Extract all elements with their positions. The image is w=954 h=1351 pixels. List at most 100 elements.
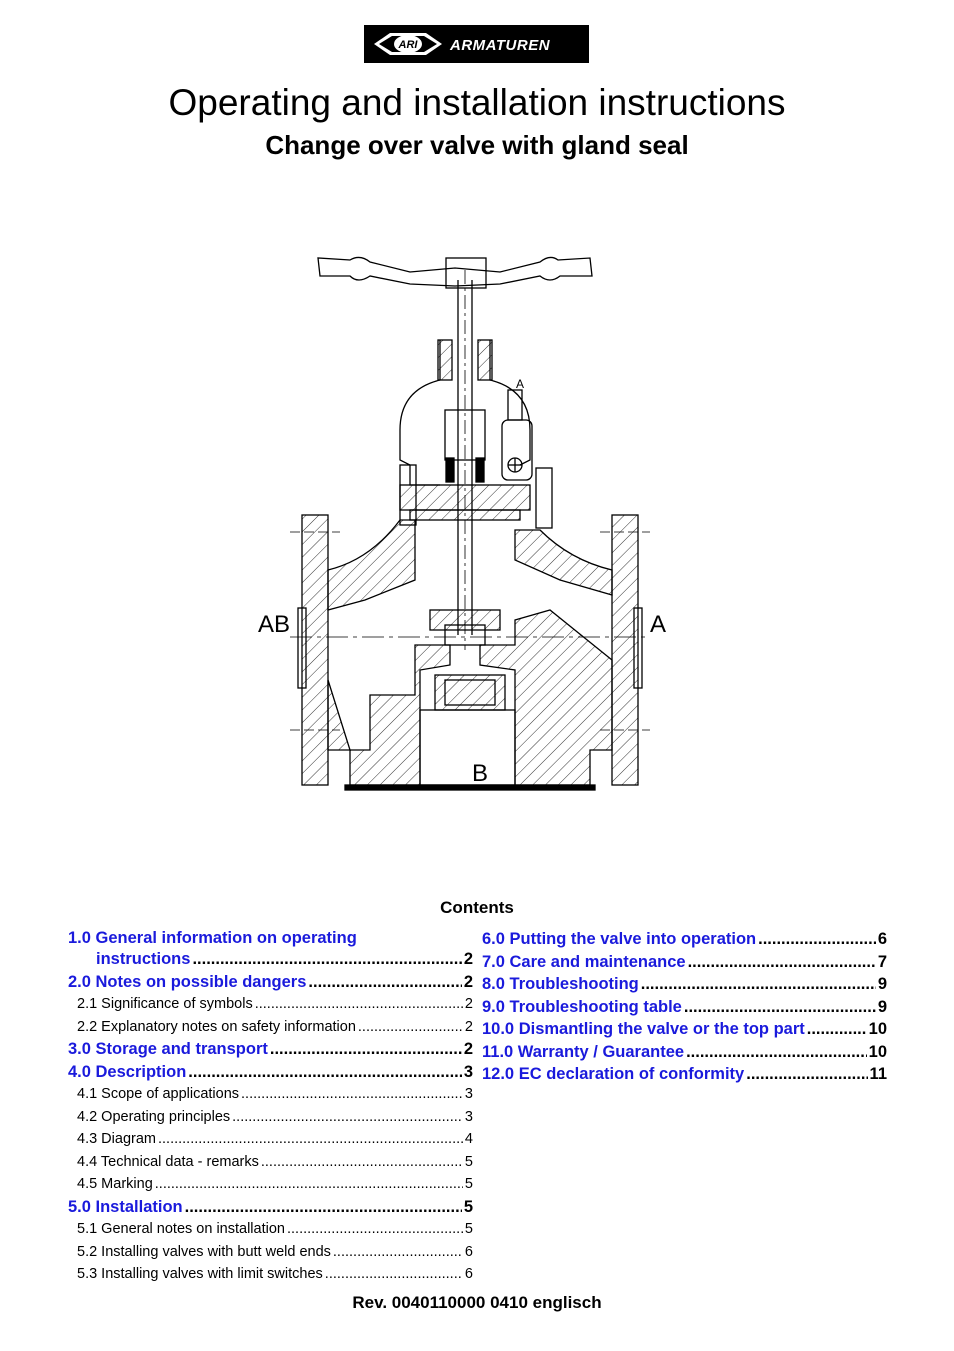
- toc-dot-leader: [241, 1083, 463, 1105]
- revision-number: Rev. 0040110000 0410 englisch: [352, 1293, 602, 1312]
- toc-entry[interactable]: 10.0 Dismantling the valve or the top pa…: [482, 1018, 887, 1041]
- toc-dot-leader: [155, 1173, 463, 1195]
- toc-dot-leader: [287, 1218, 463, 1240]
- toc-entry-label: 5.3 Installing valves with limit switche…: [77, 1266, 323, 1282]
- toc-entry-label: 5.2 Installing valves with butt weld end…: [77, 1243, 331, 1260]
- port-b-label: B: [472, 760, 488, 787]
- ari-emblem-icon: ARI: [374, 33, 442, 55]
- toc-page-number: 6: [464, 1266, 473, 1282]
- toc-page-number: 3: [463, 1062, 473, 1081]
- toc-page-number: 2: [463, 950, 473, 968]
- toc-page-number: 9: [877, 975, 887, 993]
- toc-entry[interactable]: instructions 2: [68, 948, 473, 971]
- document-subtitle: Change over valve with gland seal: [265, 130, 689, 160]
- toc-dot-leader: [232, 1106, 463, 1128]
- toc-subentry[interactable]: 5.3 Installing valves with limit switche…: [68, 1263, 473, 1286]
- toc-entry-label: 4.4 Technical data - remarks: [77, 1153, 259, 1170]
- contents-heading: Contents: [440, 898, 514, 917]
- toc-page-number: 10: [868, 1042, 887, 1061]
- toc-entry-label: 5.1 General notes on installation: [77, 1221, 285, 1237]
- toc-page-number: 4: [464, 1131, 473, 1147]
- toc-dot-leader: [688, 951, 876, 973]
- toc-page-number: 6: [464, 1243, 473, 1260]
- toc-entry[interactable]: 2.0 Notes on possible dangers2: [68, 971, 473, 994]
- toc-entry-heading-line[interactable]: 1.0 General information on operating: [68, 929, 357, 947]
- toc-entry-label: 4.1 Scope of applications: [77, 1086, 240, 1102]
- toc-subentry[interactable]: 4.2 Operating principles 3: [68, 1106, 473, 1129]
- toc-subentry[interactable]: 5.1 General notes on installation 5: [68, 1218, 473, 1241]
- toc-entry-label: 12.0 EC declaration of conformity: [482, 1065, 745, 1083]
- toc-page-number: 6: [877, 930, 887, 948]
- toc-entry-label: 4.2 Operating principles: [77, 1108, 231, 1125]
- toc-page-number: 5: [464, 1153, 473, 1170]
- toc-dot-leader: [333, 1241, 463, 1263]
- toc-entry-label: 4.3 Diagram: [77, 1131, 156, 1147]
- toc-dot-leader: [758, 928, 876, 950]
- toc-dot-leader: [270, 1038, 462, 1060]
- toc-dot-leader: [746, 1063, 867, 1085]
- toc-dot-leader: [358, 1016, 463, 1038]
- toc-entry[interactable]: 6.0 Putting the valve into operation 6: [482, 928, 887, 951]
- yoke: [399, 339, 533, 486]
- bonnet: [399, 464, 553, 529]
- toc-page-number: 3: [464, 1108, 473, 1125]
- toc-entry[interactable]: 5.0 Installation5: [68, 1196, 473, 1219]
- brand-logo: ARI ARMATUREN: [364, 25, 589, 63]
- toc-entry[interactable]: 4.0 Description 3: [68, 1061, 473, 1084]
- toc-entry-label: 6.0 Putting the valve into operation: [482, 930, 757, 948]
- toc-entry-label: 8.0 Troubleshooting: [482, 975, 639, 993]
- toc-subentry[interactable]: 5.2 Installing valves with butt weld end…: [68, 1241, 473, 1264]
- toc-subentry[interactable]: 4.3 Diagram 4: [68, 1128, 473, 1151]
- valve-section-drawing: A AB A B: [258, 256, 666, 791]
- toc-entry-label: 3.0 Storage and transport: [68, 1040, 268, 1058]
- toc-entry[interactable]: 11.0 Warranty / Guarantee 10: [482, 1041, 887, 1064]
- toc-dot-leader: [684, 996, 876, 1018]
- toc-subentry[interactable]: 4.4 Technical data - remarks 5: [68, 1151, 473, 1174]
- port-a-label: A: [650, 611, 666, 638]
- toc-dot-leader: [325, 1263, 463, 1285]
- toc-entry-label: 2.2 Explanatory notes on safety informat…: [77, 1018, 356, 1035]
- toc-entry-label: 7.0 Care and maintenance: [482, 952, 686, 971]
- toc-dot-leader: [255, 993, 463, 1015]
- toc-entry-label: 9.0 Troubleshooting table: [482, 997, 682, 1016]
- toc-page-number: 5: [464, 1221, 473, 1237]
- toc-entry[interactable]: 8.0 Troubleshooting 9: [482, 973, 887, 996]
- handwheel: [317, 256, 593, 289]
- toc-dot-leader: [158, 1128, 463, 1150]
- toc-page-number: 2: [464, 1018, 473, 1035]
- toc-entry[interactable]: 3.0 Storage and transport 2: [68, 1038, 473, 1061]
- toc-subentry[interactable]: 4.5 Marking 5: [68, 1173, 473, 1196]
- toc-page-number: 3: [464, 1086, 473, 1102]
- port-ab-label: AB: [258, 611, 290, 638]
- toc-subentry[interactable]: 4.1 Scope of applications 3: [68, 1083, 473, 1106]
- toc-page-number: 5: [464, 1176, 473, 1192]
- toc-page-number: 2: [464, 996, 473, 1012]
- toc-page-number: 2: [463, 1040, 473, 1058]
- toc-entry-label: 2.1 Significance of symbols: [77, 996, 253, 1012]
- toc-entry-label: 4.5 Marking: [77, 1176, 153, 1192]
- toc-dot-leader: [261, 1151, 463, 1173]
- toc-entry[interactable]: 12.0 EC declaration of conformity 11: [482, 1063, 887, 1086]
- toc-dot-leader: [188, 1061, 462, 1083]
- toc-entry[interactable]: 7.0 Care and maintenance 7: [482, 951, 887, 974]
- toc-subentry[interactable]: 2.1 Significance of symbols 2: [68, 993, 473, 1016]
- toc-page-number: 9: [877, 997, 887, 1016]
- toc-entry[interactable]: 9.0 Troubleshooting table 9: [482, 996, 887, 1019]
- toc-entry-label: 11.0 Warranty / Guarantee: [482, 1042, 685, 1061]
- toc-entry-label: instructions: [96, 950, 191, 968]
- toc-dot-leader: [807, 1018, 867, 1040]
- toc-dot-leader: [641, 973, 876, 995]
- toc-subentry[interactable]: 2.2 Explanatory notes on safety informat…: [68, 1016, 473, 1039]
- toc-dot-leader: [686, 1041, 867, 1063]
- valve-stem: [457, 270, 473, 650]
- toc-right-column: 6.0 Putting the valve into operation 6 7.0…: [482, 928, 887, 1086]
- port-a-small-label: A: [516, 377, 524, 391]
- brand-name: ARMATUREN: [450, 37, 551, 54]
- toc-page-number: 11: [869, 1065, 887, 1083]
- document-title: Operating and installation instructions: [168, 82, 786, 123]
- toc-entry-label: 5.0 Installation: [68, 1197, 183, 1216]
- toc-entry-label: 4.0 Description: [68, 1062, 187, 1081]
- toc-dot-leader: [192, 948, 461, 970]
- toc-page-number: 7: [877, 952, 887, 971]
